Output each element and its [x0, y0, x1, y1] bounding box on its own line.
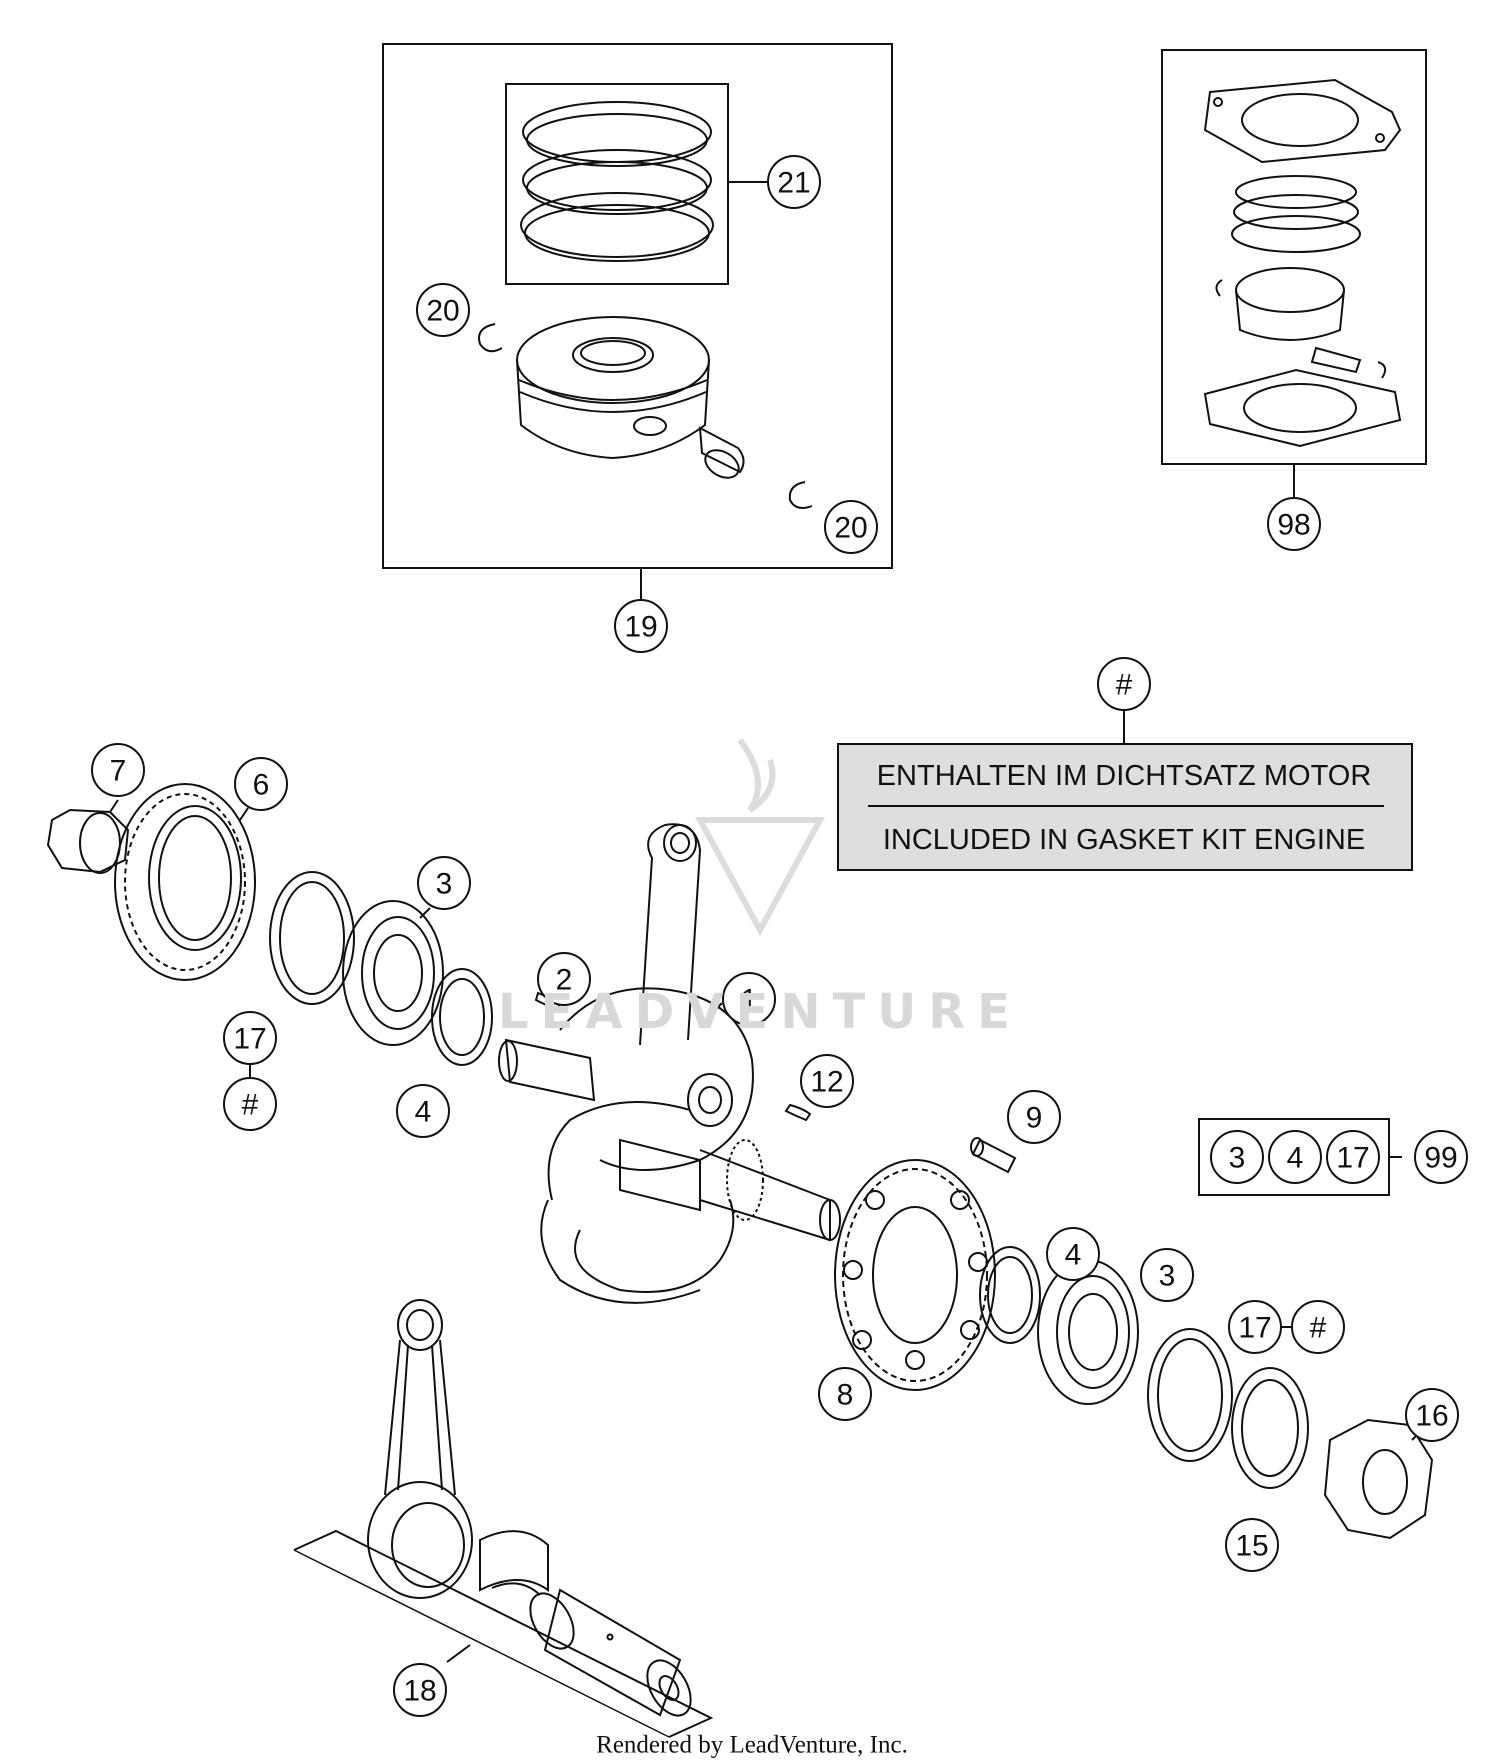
kit-callout-4-text: 4	[1287, 1142, 1304, 1175]
callout-hash-right-text: #	[1310, 1312, 1327, 1345]
callout-17-right-text: 17	[1238, 1312, 1271, 1345]
callout-hash-left-text: #	[242, 1089, 259, 1122]
head-gasket-part	[1203, 78, 1402, 164]
callout-18	[393, 1663, 447, 1717]
callout-20-bottom	[824, 500, 878, 554]
kit-rings-part	[1231, 175, 1361, 253]
watermark-text: LEADVENTURE	[498, 984, 1022, 1040]
callout-4-left	[396, 1084, 450, 1138]
callout-98-text: 98	[1277, 509, 1310, 542]
woodruff-key-part-12	[784, 1103, 812, 1122]
base-gasket-part	[1203, 368, 1402, 448]
callout-7-text: 7	[110, 755, 127, 788]
callout-8	[818, 1367, 872, 1421]
callout-99	[1414, 1130, 1468, 1184]
conrod-part	[367, 1299, 473, 1599]
bearing-part-3a	[342, 900, 444, 1046]
callout-15-text: 15	[1235, 1530, 1268, 1563]
callout-2-text: 2	[556, 964, 573, 997]
piston-pin-part	[698, 426, 745, 479]
callout-hash-left	[223, 1077, 277, 1131]
cylinder-kit-frame	[1161, 49, 1427, 465]
crankshaft-part-1	[498, 823, 841, 1304]
callout-99-text: 99	[1424, 1142, 1457, 1175]
callout-17-left	[223, 1011, 277, 1065]
callout-9	[1007, 1090, 1061, 1144]
callout-15	[1225, 1518, 1279, 1572]
piston-kit-frame	[382, 43, 893, 569]
gear-part-6	[114, 783, 256, 981]
spacer-part-4b	[979, 1246, 1041, 1344]
callout-hash-note-text: #	[1116, 669, 1133, 702]
callout-18-text: 18	[403, 1675, 436, 1708]
callout-98	[1267, 497, 1321, 551]
crank-pin-part	[529, 1588, 692, 1717]
footer-credit: Rendered by LeadVenture, Inc.	[596, 1732, 908, 1759]
callout-19	[614, 599, 668, 653]
piston-kit-group	[382, 43, 893, 600]
cylinder-kit-group	[1161, 49, 1427, 502]
callout-1-text: 1	[741, 984, 758, 1017]
callout-12-text: 12	[810, 1066, 843, 1099]
callout-17-right	[1228, 1300, 1282, 1354]
callout-4-left-text: 4	[415, 1096, 432, 1129]
callout-16	[1405, 1388, 1459, 1442]
callout-4-right	[1046, 1227, 1100, 1281]
callout-7	[91, 743, 145, 797]
callout-21	[767, 155, 821, 209]
note-line-german: ENTHALTEN IM DICHTSATZ MOTOR	[877, 760, 1372, 792]
callout-17-left-text: 17	[233, 1023, 266, 1056]
spacer-part-15	[1231, 1367, 1309, 1489]
kit-callout-17-text: 17	[1336, 1142, 1369, 1175]
kit-callout-4	[1268, 1130, 1322, 1184]
callout-4-right-text: 4	[1065, 1239, 1082, 1272]
pin-part-9	[970, 1137, 1017, 1174]
note-line-english: INCLUDED IN GASKET KIT ENGINE	[883, 824, 1365, 856]
callout-3-right-text: 3	[1159, 1260, 1176, 1293]
sprocket-part-8	[834, 1159, 996, 1391]
piston-rings-frame	[505, 83, 729, 285]
kit-callout-3	[1210, 1130, 1264, 1184]
callout-20-top	[416, 283, 470, 337]
piston-rings-part	[520, 101, 714, 262]
piston-part	[516, 316, 710, 460]
callout-hash-right	[1291, 1300, 1345, 1354]
callout-20-bottom-text: 20	[834, 512, 867, 545]
callout-12	[800, 1054, 854, 1108]
callout-3-right	[1140, 1248, 1194, 1302]
seal-ring-part-17b	[1147, 1328, 1233, 1462]
callout-3-left	[417, 856, 471, 910]
callout-2	[537, 952, 591, 1006]
callout-3-left-text: 3	[436, 868, 453, 901]
spacer-part-4a	[431, 968, 493, 1066]
kit-callout-3-text: 3	[1229, 1142, 1246, 1175]
seal-ring-part-17a	[269, 871, 355, 1005]
bearing-shell-part	[479, 1530, 549, 1596]
callout-hash-note	[1097, 657, 1151, 711]
callout-21-text: 21	[777, 167, 810, 200]
callout-6-text: 6	[253, 769, 270, 802]
callout-9-text: 9	[1026, 1102, 1043, 1135]
callout-16-text: 16	[1415, 1400, 1448, 1433]
circlip-part-left	[478, 323, 503, 353]
kit-callout-17	[1326, 1130, 1380, 1184]
callout-20-top-text: 20	[426, 295, 459, 328]
callout-8-text: 8	[837, 1379, 854, 1412]
conrod-kit-group	[293, 1299, 714, 1738]
kit-piston-part	[1215, 267, 1387, 379]
bearing-part-3b	[1037, 1259, 1139, 1405]
callout-1	[722, 972, 776, 1026]
callout-19-text: 19	[624, 611, 657, 644]
watermark-logo	[694, 738, 826, 937]
circlip-part-right	[788, 481, 813, 509]
nut-part-16	[1323, 1418, 1434, 1540]
callout-6	[234, 757, 288, 811]
